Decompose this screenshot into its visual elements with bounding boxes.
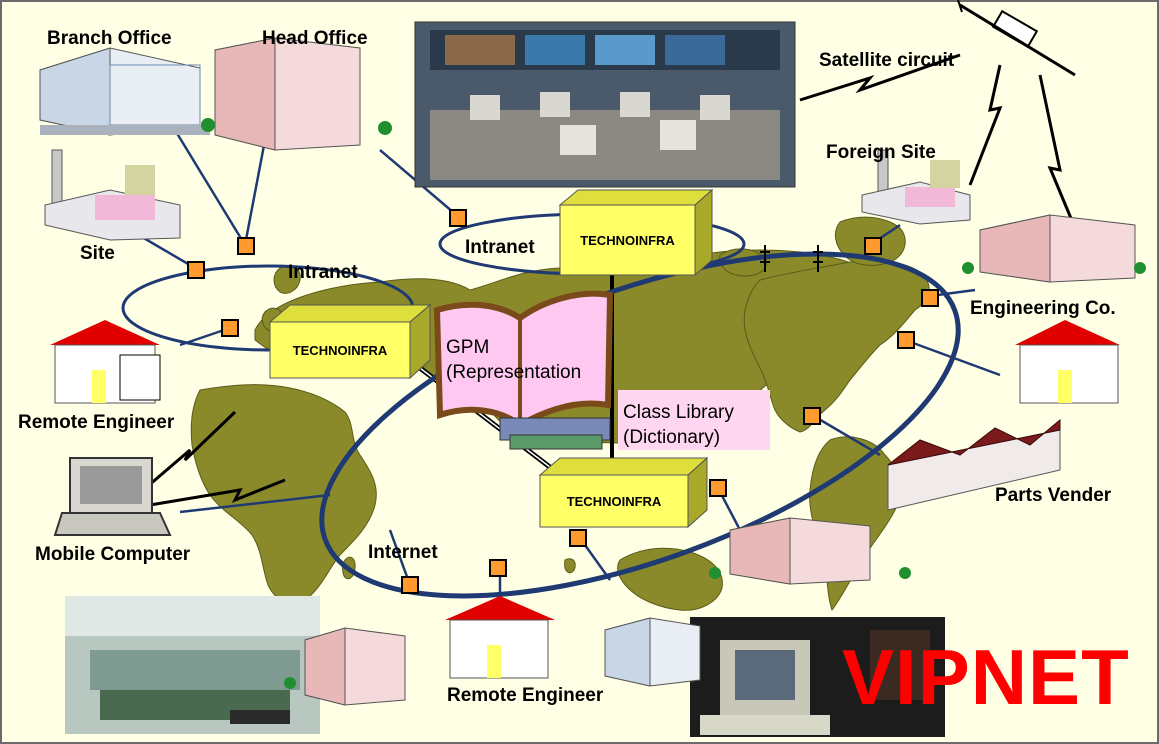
label-branch-office: Branch Office [47,28,172,49]
engineering-building [979,214,1136,283]
label-mobile-computer: Mobile Computer [35,544,191,565]
label-remote-engineer-bottom: Remote Engineer [447,685,604,706]
site-plant [44,149,181,241]
bottom-building-right [729,517,871,585]
house-remote-engineer-bottom [445,596,555,679]
technoinfra-box-left-shape [268,303,432,380]
class-library-panel [618,390,770,450]
photo-engineer-workstation [690,617,945,737]
antenna-icons [760,245,823,272]
book-label-representation: (Representation [446,362,582,383]
satellite-icon [957,0,1076,77]
satellite-links [119,53,1082,512]
network-nodes [187,209,939,594]
branch-office-building [39,47,210,136]
book-label-gpm: GPM [446,337,490,358]
land-nz [564,558,576,574]
label-engineering-co: Engineering Co. [970,298,1116,319]
class-library-dictionary: (Dictionary) [623,427,721,448]
photo-control-room [414,21,796,188]
label-parts-vender: Parts Vender [995,485,1112,506]
label-intranet-left: Intranet [288,262,358,283]
book-icon [433,290,614,450]
bottom-building-left [304,627,406,706]
technoinfra-box-top: TECHNOINFRA [580,232,675,248]
technoinfra-box-bottom-shape [538,456,709,529]
mobile-computer-icon [53,457,172,536]
label-foreign-site: Foreign Site [826,142,936,163]
technoinfra-box-top-shape [558,188,714,277]
label-satellite-circuit: Satellite circuit [819,50,955,71]
technoinfra-box-bottom: TECHNOINFRA [566,493,662,509]
label-remote-engineer-left: Remote Engineer [18,412,175,433]
parts-vender-factory [887,418,1061,511]
tree-icons [201,118,1146,689]
house-remote-engineer-left [50,320,161,404]
vipnet-brand: VIPNET [842,633,1130,721]
foreign-site-plant [861,149,971,225]
label-head-office: Head Office [262,28,368,49]
technoinfra-box-left: TECHNOINFRA [292,342,388,358]
head-office-building [214,37,361,151]
label-intranet-top: Intranet [465,237,535,258]
label-site: Site [80,243,115,264]
photo-cad-office [65,596,320,734]
house-engineering-right [1015,320,1120,404]
bottom-building-center [604,617,701,687]
label-internet: Internet [368,542,438,563]
class-library-label: Class Library [623,402,734,423]
